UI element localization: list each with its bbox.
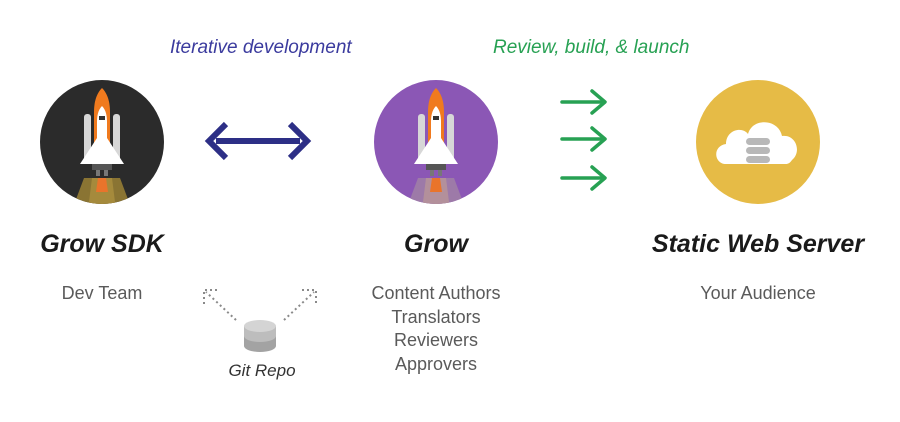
node-roles-grow-sdk: Dev Team	[0, 282, 204, 306]
role-label: Content Authors	[371, 283, 501, 303]
arrow-right-icon	[560, 89, 607, 115]
grow-logo	[374, 80, 498, 204]
node-title-grow-sdk: Grow SDK	[40, 230, 164, 258]
role-label: Your Audience	[700, 283, 816, 303]
review-build-launch-caption: Review, build, & launch	[493, 37, 690, 58]
arrow-right-icon	[560, 165, 607, 191]
cloud-server-icon	[696, 80, 820, 204]
green-arrows	[558, 88, 612, 196]
arrow-right-icon	[560, 126, 607, 152]
grow-sdk-logo	[40, 80, 164, 204]
node-roles-grow: Content Authors Translators Reviewers Ap…	[336, 282, 536, 376]
role-label: Reviewers	[393, 330, 479, 350]
git-repo-group	[198, 284, 322, 354]
bidirectional-arrow-icon	[204, 118, 312, 164]
node-title-grow: Grow	[404, 230, 468, 258]
role-label: Approvers	[394, 353, 478, 374]
role-label: Translators	[391, 306, 481, 327]
static-web-server-logo	[696, 80, 820, 204]
dotted-arrows	[203, 289, 317, 352]
rocket-icon	[40, 80, 164, 204]
node-title-static-web-server: Static Web Server	[651, 230, 865, 258]
iterative-development-caption: Iterative development	[170, 37, 352, 58]
role-label: Dev Team	[61, 283, 143, 303]
git-repo-label: Git Repo	[228, 361, 296, 380]
database-icon	[244, 320, 276, 352]
node-roles-static-web-server: Your Audience	[630, 282, 886, 306]
rocket-icon	[374, 80, 498, 204]
